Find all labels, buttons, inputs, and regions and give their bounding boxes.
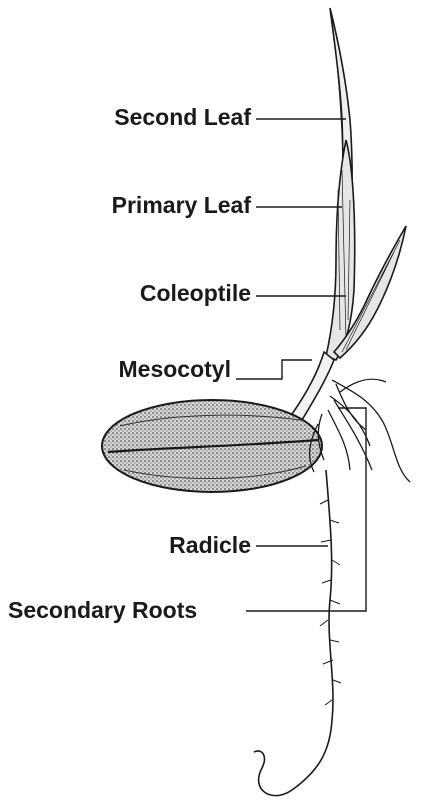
label-primary-leaf: Primary Leaf (112, 194, 251, 217)
secondary-roots (310, 379, 410, 482)
leader-mesocotyl (236, 360, 312, 379)
label-radicle: Radicle (169, 534, 251, 557)
label-mesocotyl: Mesocotyl (119, 358, 231, 381)
mesocotyl-stem (292, 352, 334, 420)
label-second-leaf: Second Leaf (114, 106, 251, 129)
label-coleoptile: Coleoptile (140, 282, 251, 305)
primary-leaf-blade (326, 140, 355, 360)
label-secondary-roots: Secondary Roots (8, 599, 197, 622)
radicle-root (254, 470, 333, 796)
